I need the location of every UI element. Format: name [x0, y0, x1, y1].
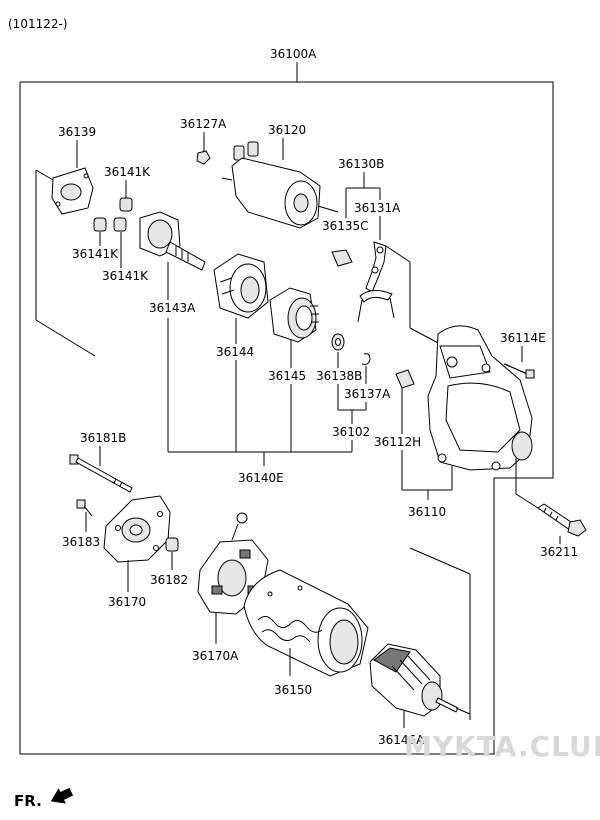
nut-drawing [196, 150, 211, 165]
label-36141K-b: 36141K [72, 247, 119, 261]
label-36137A: 36137A [344, 387, 391, 401]
bearing-cap-drawing [51, 167, 94, 215]
rear-cover-drawing [103, 495, 171, 563]
label-36120: 36120 [268, 123, 306, 137]
label-36102: 36102 [332, 425, 370, 439]
label-36112H: 36112H [374, 435, 421, 449]
label-36150: 36150 [274, 683, 312, 697]
label-36182: 36182 [150, 573, 188, 587]
label-36130B: 36130B [338, 157, 384, 171]
label-36141K-c: 36141K [102, 269, 149, 283]
label-36135C: 36135C [322, 219, 369, 233]
label-36170A: 36170A [192, 649, 239, 663]
roller-drawing [93, 197, 133, 232]
label-36181B: 36181B [80, 431, 126, 445]
label-36146A: 36146A [378, 733, 425, 747]
plunger-drawing [331, 249, 353, 267]
watermark: MYKTA.CLUB [404, 730, 600, 763]
front-direction-label: FR. [14, 792, 42, 810]
planetary-shaft-drawing [139, 211, 206, 271]
bolt-drawing [537, 503, 587, 537]
screw-drawing [503, 363, 535, 379]
label-36170: 36170 [108, 595, 146, 609]
assembly-label: 36100A [270, 47, 317, 61]
label-36110: 36110 [408, 505, 446, 519]
label-36140E: 36140E [238, 471, 284, 485]
header-code: (101122-) [8, 17, 68, 31]
label-36144: 36144 [216, 345, 254, 359]
bushing-drawing [395, 369, 415, 389]
overrunning-clutch-drawing [269, 287, 319, 343]
through-bolt-drawing [69, 454, 133, 493]
label-36131A: 36131A [354, 201, 401, 215]
front-arrow-icon [50, 787, 74, 804]
armature-drawing [369, 643, 471, 717]
assembly-frame [19, 81, 554, 755]
label-36127A: 36127A [180, 117, 227, 131]
stopper-drawing [331, 333, 371, 365]
yoke-drawing [243, 569, 369, 677]
label-36143A: 36143A [149, 301, 196, 315]
internal-gear-drawing [213, 253, 269, 319]
lever-drawing [357, 241, 395, 323]
label-36138B: 36138B [316, 369, 362, 383]
label-36145: 36145 [268, 369, 306, 383]
front-housing-drawing [427, 325, 533, 471]
label-36139: 36139 [58, 125, 96, 139]
solenoid-drawing [221, 141, 321, 229]
label-36211: 36211 [540, 545, 578, 559]
label-36141K-a: 36141K [104, 165, 151, 179]
rear-bearing-drawing [165, 537, 179, 552]
label-36183: 36183 [62, 535, 100, 549]
label-36114E: 36114E [500, 331, 546, 345]
small-screw-drawing [76, 499, 93, 517]
